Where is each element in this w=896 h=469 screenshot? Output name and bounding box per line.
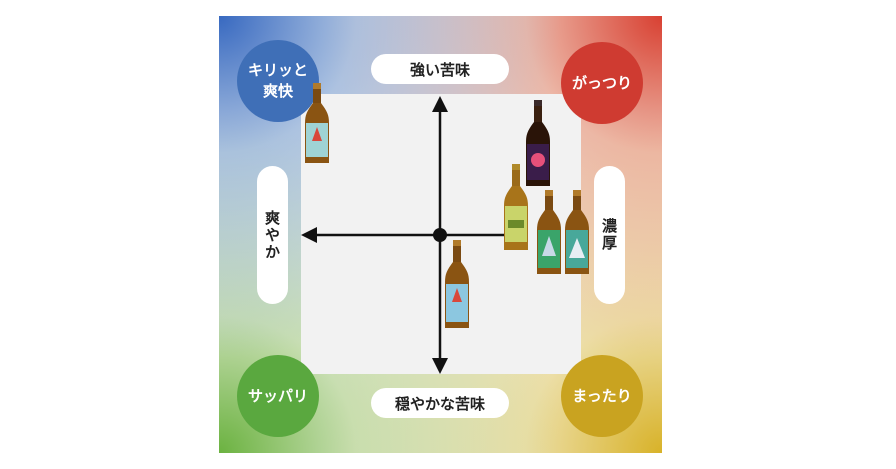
arrow-down-icon xyxy=(432,358,448,374)
axis-label-top: 強い苦味 xyxy=(371,54,509,84)
corner-sappari: サッパリ xyxy=(237,355,319,437)
axis-label-right: 濃厚 xyxy=(594,166,625,304)
axes xyxy=(301,96,519,374)
bottle-6 xyxy=(445,240,469,328)
axis-label-bottom: 穏やかな苦味 xyxy=(371,388,509,418)
axis-label-left: 爽やか xyxy=(257,166,288,304)
arrow-up-icon xyxy=(432,96,448,112)
corner-kiritto-soukai: キリッと 爽快 xyxy=(237,40,319,122)
origin-point xyxy=(433,228,447,242)
bottle-3 xyxy=(504,164,528,250)
corner-mattari: まったり xyxy=(561,355,643,437)
bottle-1 xyxy=(305,83,329,163)
corner-gattsuri: がっつり xyxy=(561,42,643,124)
bottle-2 xyxy=(526,100,550,186)
bottle-5 xyxy=(565,190,589,274)
flavor-map: キリッと 爽快 がっつり サッパリ まったり 強い苦味 穏やかな苦味 爽やか 濃… xyxy=(219,16,662,453)
arrow-left-icon xyxy=(301,227,317,243)
bottle-4 xyxy=(537,190,561,274)
